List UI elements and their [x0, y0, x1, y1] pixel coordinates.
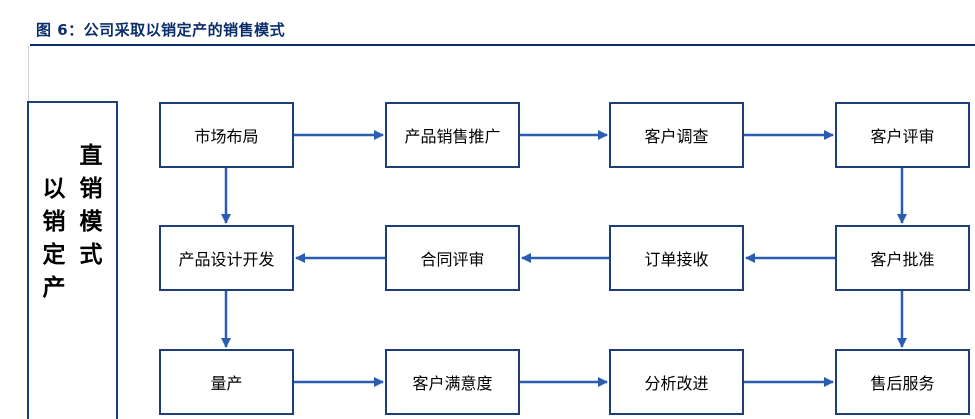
title-underline [30, 44, 975, 46]
label-char: 销 [79, 176, 103, 202]
label-char: 销 [42, 209, 66, 235]
label-column-left: 以 销 定 产 [43, 173, 66, 419]
label-char: 式 [79, 242, 103, 268]
label-char: 以 [42, 176, 66, 202]
node-customer-survey: 客户调查 [609, 102, 744, 168]
label-char: 产 [42, 275, 66, 301]
node-customer-approval: 客户批准 [835, 225, 970, 291]
sales-mode-label: 以 销 定 产 直 销 模 式 [27, 101, 118, 419]
label-char: 直 [79, 143, 103, 169]
label-char: 模 [79, 209, 103, 235]
label-column-right: 直 销 模 式 [80, 140, 103, 419]
node-contract-review: 合同评审 [385, 225, 520, 291]
node-market-layout: 市场布局 [159, 102, 294, 168]
node-analysis-improvement: 分析改进 [609, 349, 744, 415]
label-char: 定 [42, 242, 66, 268]
node-customer-review: 客户评审 [835, 102, 970, 168]
node-product-design: 产品设计开发 [159, 225, 294, 291]
figure-title: 图 6：公司采取以销定产的销售模式 [36, 21, 286, 39]
node-mass-production: 量产 [159, 349, 294, 415]
node-customer-satisfaction: 客户满意度 [385, 349, 520, 415]
node-after-sales-service: 售后服务 [835, 349, 970, 415]
node-order-accept: 订单接收 [609, 225, 744, 291]
node-product-promotion: 产品销售推广 [385, 102, 520, 168]
